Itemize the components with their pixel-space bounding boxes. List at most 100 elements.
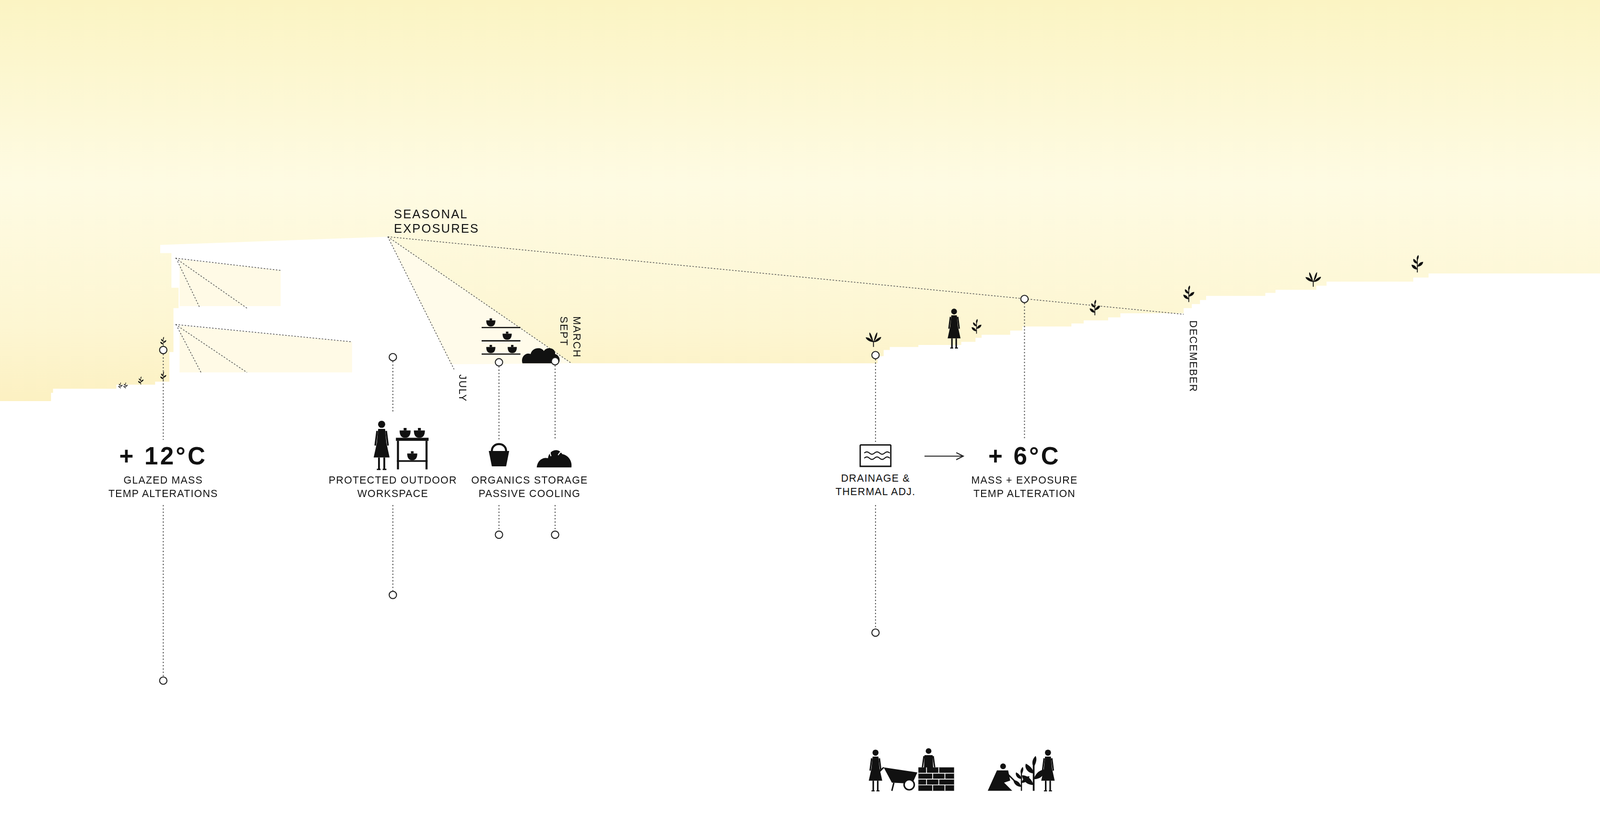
plants [118, 255, 1424, 390]
drainage-icon [864, 451, 890, 460]
leader-lines [875, 505, 877, 629]
month-label: MARCH SEPT [557, 316, 583, 364]
leader-lines [162, 505, 164, 677]
annotation-label: MASS + EXPOSURE TEMP ALTERATION [968, 474, 1081, 500]
planting-figures [987, 770, 1013, 792]
annotation-label: ORGANICS STORAGE PASSIVE COOLING [467, 474, 592, 500]
leader-lines [162, 354, 164, 440]
plants [138, 376, 144, 385]
annotation-group: DRAINAGE & THERMAL ADJ. [829, 442, 922, 498]
sky-ground [0, 0, 1600, 402]
sun-lines [175, 258, 248, 309]
builders-figures [868, 747, 955, 791]
storage-shelves [485, 318, 496, 327]
compost-icon [536, 450, 572, 468]
drainage-icon [860, 444, 891, 467]
gardener-figure [947, 308, 982, 348]
temperature-value: + 6°C [986, 442, 1063, 470]
annotation-group: ORGANICS STORAGE PASSIVE COOLING [465, 469, 594, 500]
circle-markers [159, 676, 167, 685]
workspace-icon [425, 440, 428, 470]
circle-markers [495, 531, 503, 539]
compost-icon [550, 449, 566, 457]
plants [1089, 299, 1101, 316]
storage-shelves [481, 327, 521, 355]
circle-markers [551, 531, 559, 539]
storage-shelves [507, 344, 517, 354]
plants [865, 332, 881, 347]
leader-lines [498, 505, 500, 531]
sun-lines [175, 324, 353, 342]
builders-figures [878, 767, 894, 791]
sun-lines [387, 236, 1184, 315]
workspace-icon [373, 420, 429, 470]
month-label: JULY [455, 374, 469, 403]
annotation-label: GLAZED MASS TEMP ALTERATIONS [104, 474, 223, 500]
planting-figures [1021, 756, 1045, 792]
light-well [179, 325, 352, 373]
storage-shelves [502, 331, 512, 340]
section-label: SEASONAL EXPOSURES [393, 207, 494, 237]
plants [118, 382, 123, 389]
leader-lines [554, 505, 556, 531]
temperature-value: + 12°C [117, 442, 210, 470]
circle-markers [159, 346, 167, 354]
builders-figures [918, 767, 954, 791]
circle-markers [871, 351, 879, 359]
connector-arrow [924, 455, 964, 457]
sun-lines [387, 236, 572, 364]
basket-icon [488, 450, 510, 467]
planting-figures [1041, 749, 1055, 791]
leader-lines [1023, 303, 1025, 440]
annotation-group: + 12°C GLAZED MASS TEMP ALTERATIONS [102, 442, 225, 500]
circle-markers [1020, 295, 1029, 303]
circle-markers [495, 358, 503, 366]
plants [160, 336, 167, 346]
light-wedge [387, 236, 572, 365]
builders-figures [903, 779, 914, 790]
compost-icon [536, 449, 572, 468]
sun-lines [177, 327, 202, 373]
light-well [179, 259, 281, 307]
plants [1411, 255, 1423, 273]
drainage-icon [859, 442, 892, 468]
storage-shelves [481, 318, 521, 355]
annotation-group: + 6°C MASS + EXPOSURE TEMP ALTERATION [966, 442, 1083, 500]
circle-markers [871, 628, 879, 637]
sun-lines [175, 236, 1184, 373]
basket-icon [491, 444, 507, 451]
sun-lines [387, 236, 454, 369]
sun-lines [177, 260, 201, 309]
plants [123, 382, 128, 389]
leader-lines [392, 361, 394, 414]
gardener-figure [947, 308, 961, 348]
circle-markers [389, 591, 397, 599]
plants [160, 371, 167, 381]
leader-lines [498, 366, 500, 440]
annotation-label: DRAINAGE & THERMAL ADJ. [831, 472, 920, 498]
leader-lines [163, 303, 1025, 677]
leader-lines [392, 505, 394, 592]
workspace-icon [395, 437, 429, 441]
workspace-icon [396, 460, 428, 462]
builders-figures [918, 767, 954, 791]
plants [1183, 285, 1195, 302]
sun-lines [175, 258, 281, 271]
planting-figures [1000, 763, 1007, 770]
sun-lines [175, 324, 248, 373]
annotation-label: PROTECTED OUTDOOR WORKSPACE [325, 474, 461, 500]
workspace-icon [414, 427, 426, 438]
storage-shelves [485, 344, 496, 354]
month-label: DECEMEBER [1186, 320, 1200, 393]
annotation-group: PROTECTED OUTDOOR WORKSPACE [323, 469, 463, 500]
plants [1305, 272, 1321, 287]
circle-markers [159, 295, 1029, 685]
leader-lines [875, 359, 877, 442]
workspace-icon [396, 440, 399, 470]
circle-markers [551, 357, 559, 365]
planting-figures [987, 749, 1055, 791]
leader-lines [554, 365, 556, 440]
